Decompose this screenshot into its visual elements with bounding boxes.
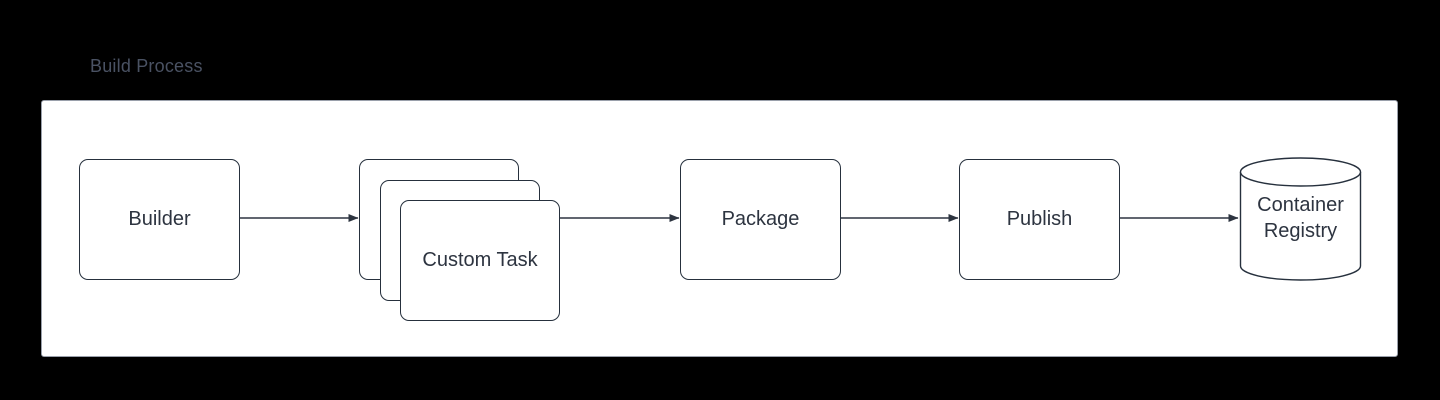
- node-custom-task-card-front[interactable]: Custom Task: [400, 200, 560, 321]
- node-custom-task-stack[interactable]: Custom Task Custom Task Custom Task: [359, 159, 560, 321]
- node-publish[interactable]: Publish: [959, 159, 1120, 280]
- node-package-label: Package: [721, 207, 800, 230]
- node-container-registry[interactable]: Container Registry: [1239, 157, 1362, 281]
- cylinder-shape: [1239, 157, 1362, 281]
- node-publish-label: Publish: [1006, 207, 1073, 230]
- node-custom-task-label: Custom Task: [422, 249, 538, 271]
- node-builder-label: Builder: [128, 207, 191, 230]
- diagram-title: Build Process: [90, 56, 203, 76]
- node-package[interactable]: Package: [680, 159, 841, 280]
- node-builder[interactable]: Builder: [79, 159, 240, 280]
